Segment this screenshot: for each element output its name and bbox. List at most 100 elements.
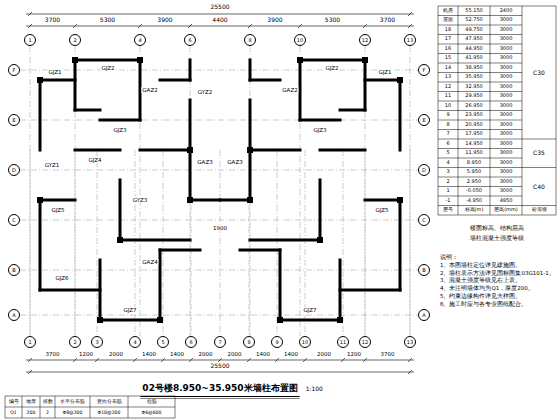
table-header: 标高(m)	[465, 207, 484, 213]
wall-column-tag: GJZ7	[122, 307, 137, 313]
axis-number: 1	[28, 38, 31, 43]
table-cell: 35.950	[465, 74, 483, 80]
grid-axis-bubble: 8	[244, 34, 256, 46]
axis-number: 3	[95, 340, 98, 345]
table-cell: 3000	[500, 122, 513, 128]
table-header: 层号	[443, 207, 453, 213]
concrete-grade: C35	[533, 150, 545, 157]
table-cell: 2	[446, 179, 449, 185]
table-cell: 44.950	[465, 46, 483, 52]
table-cell: -1	[446, 198, 451, 204]
dimension: 5300	[325, 17, 340, 24]
table-cell: 2	[46, 410, 49, 415]
axis-number: D	[12, 168, 16, 173]
grid-axis-bubble: 13	[404, 34, 416, 46]
table-cell: 20.950	[465, 122, 483, 128]
grid-axis-bubble: 12	[359, 336, 371, 348]
table-cell: 3000	[500, 112, 513, 118]
axis-number: 8	[247, 340, 250, 345]
dimension: 1400	[284, 351, 298, 357]
grid-axis-bubble: 13	[404, 336, 416, 348]
dimension: 3700	[46, 351, 60, 357]
table-cell: 3000	[500, 84, 513, 90]
table-cell: 3000	[500, 179, 513, 185]
edge-columns	[37, 57, 403, 323]
wall-column-tag: GYZ3	[132, 197, 149, 203]
axis-number: A	[12, 313, 15, 318]
wall-column-tag: GJZ3	[312, 127, 327, 133]
table-header: 拉筋	[147, 399, 157, 404]
wall-column-tag: GJZ5	[374, 207, 389, 213]
table-cell: 200	[27, 410, 36, 415]
grid-axis-bubble: C	[8, 214, 20, 226]
table-cell: 13	[445, 74, 451, 80]
axis-number: E	[12, 118, 15, 123]
table-cell: 3000	[500, 131, 513, 137]
table-cell: Φ10@200	[98, 410, 121, 415]
wall-column-tag: 1900	[212, 225, 228, 231]
grid-axis-bubble: C	[418, 214, 430, 226]
axis-number: 5	[161, 340, 164, 345]
table-cell: 11.950	[465, 150, 483, 156]
table-cell: 3000	[500, 169, 513, 175]
dimension: 2000	[109, 351, 123, 357]
axis-number: E	[422, 118, 425, 123]
table-cell: 9	[446, 112, 449, 118]
grid-axis-bubble: 5	[157, 336, 169, 348]
axis-number: 4	[138, 38, 141, 43]
scale: 1:100	[306, 386, 323, 393]
note: 2、墙柱表示方法详见国标图集03G101-1。	[440, 270, 556, 276]
note: 5、约束边缘构件详见大样图。	[440, 293, 556, 299]
axis-number: 10	[302, 340, 308, 345]
grid-axis-bubble: 1	[24, 336, 36, 348]
table-header: 层高(mm)	[494, 207, 518, 213]
grid-axis-bubble: 6	[185, 336, 197, 348]
table-cell: 32.950	[465, 84, 483, 90]
shear-walls	[40, 60, 400, 320]
table-cell: 23.950	[465, 112, 483, 118]
axis-number: 2	[73, 340, 76, 345]
table-cell: 17	[445, 36, 451, 42]
table-cell: 3000	[500, 74, 513, 80]
grid-axis-bubble: E	[8, 114, 20, 126]
table-cell: 18	[445, 27, 451, 33]
note: 4、未注明墙体均为Q1，厚度200。	[440, 285, 556, 291]
dimension: 1200	[347, 351, 361, 357]
axis-number: B	[422, 268, 425, 273]
axis-number: 7	[218, 340, 221, 345]
table-cell: 49.750	[465, 27, 483, 33]
wall-column-tag: GAZ2	[281, 87, 298, 93]
dimension: 2000	[228, 351, 242, 357]
axis-number: B	[12, 268, 15, 273]
axis-number: 13	[407, 340, 413, 345]
wall-column-tag: GJZ6	[54, 275, 69, 281]
table-cell: 3000	[500, 188, 513, 194]
dimension: 2000	[317, 351, 331, 357]
table-cell: 10	[445, 103, 451, 109]
wall-column-tag: GJZ1	[377, 69, 392, 75]
axis-number: C	[422, 218, 426, 223]
wall-column-tag: GAZ3	[226, 159, 243, 165]
axis-number: 1	[28, 340, 31, 345]
table-cell: 29.950	[465, 93, 483, 99]
table-cell: 3000	[500, 55, 513, 61]
table-cell: 12	[445, 84, 451, 90]
axis-number: 2	[73, 38, 76, 43]
grid-axis-bubble: F	[418, 64, 430, 76]
table-cell: 2400	[500, 8, 513, 14]
table-cell: 4950	[500, 198, 513, 204]
table-cell: 38.950	[465, 65, 483, 71]
table-cell: 11	[445, 93, 451, 99]
wall-column-tag: GJZ1	[47, 69, 62, 75]
table-cell: 41.950	[465, 55, 483, 61]
wall-table	[5, 396, 175, 418]
grid-axis-bubble: A	[418, 309, 430, 321]
table-caption: 楼面标高、结构层高	[470, 225, 524, 232]
table-header: 墙厚	[26, 399, 36, 404]
grid-axis-bubble: E	[418, 114, 430, 126]
concrete-grade: C40	[533, 183, 545, 190]
dimension: 2000	[199, 351, 213, 357]
table-cell: 2.950	[467, 179, 481, 185]
table-header: 排数	[43, 399, 53, 404]
dimension: 4400	[212, 17, 227, 24]
